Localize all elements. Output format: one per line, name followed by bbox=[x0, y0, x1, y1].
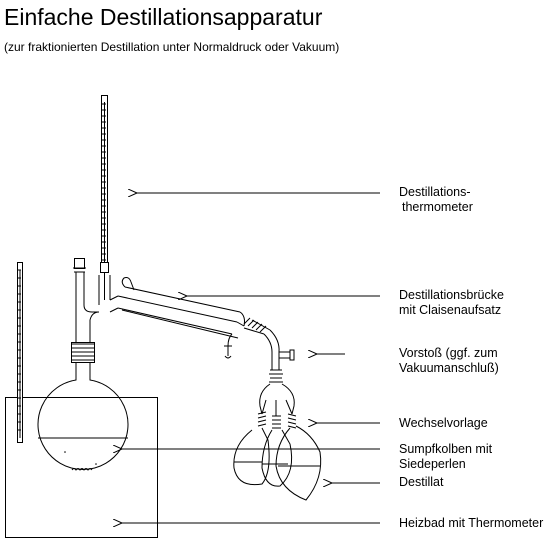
wechselvorlage bbox=[257, 383, 297, 429]
claisen-adapter bbox=[71, 258, 119, 363]
page-title: Einfache Destillationsapparatur bbox=[4, 4, 323, 30]
label-thermometer-line2: thermometer bbox=[402, 200, 473, 214]
label-vorstoss-line2: Vakuumanschluß) bbox=[399, 361, 499, 375]
label-arrows bbox=[122, 193, 380, 523]
label-vorstoss-line1: Vorstoß (ggf. zum bbox=[399, 346, 498, 360]
page-subtitle: (zur fraktionierten Destillation unter N… bbox=[4, 40, 339, 54]
label-sumpf-line1: Sumpfkolben mit bbox=[399, 442, 493, 456]
label-sumpf-line2: Siedeperlen bbox=[399, 457, 466, 471]
distillation-bridge bbox=[117, 277, 271, 359]
bath-thermometer bbox=[17, 262, 23, 443]
vorstoss bbox=[263, 329, 295, 383]
label-heizbad: Heizbad mit Thermometer bbox=[399, 516, 543, 530]
label-bridge-line1: Destillationsbrücke bbox=[399, 288, 504, 302]
round-bottom-flask bbox=[37, 362, 129, 471]
label-wechselvorlage: Wechselvorlage bbox=[399, 416, 488, 430]
label-thermometer-line1: Destillations- bbox=[399, 185, 471, 199]
heating-bath bbox=[5, 397, 158, 538]
label-destillat: Destillat bbox=[399, 475, 444, 489]
distillation-thermometer bbox=[100, 95, 109, 300]
receiving-flasks bbox=[233, 425, 322, 501]
label-bridge-line2: mit Claisenaufsatz bbox=[399, 303, 501, 317]
